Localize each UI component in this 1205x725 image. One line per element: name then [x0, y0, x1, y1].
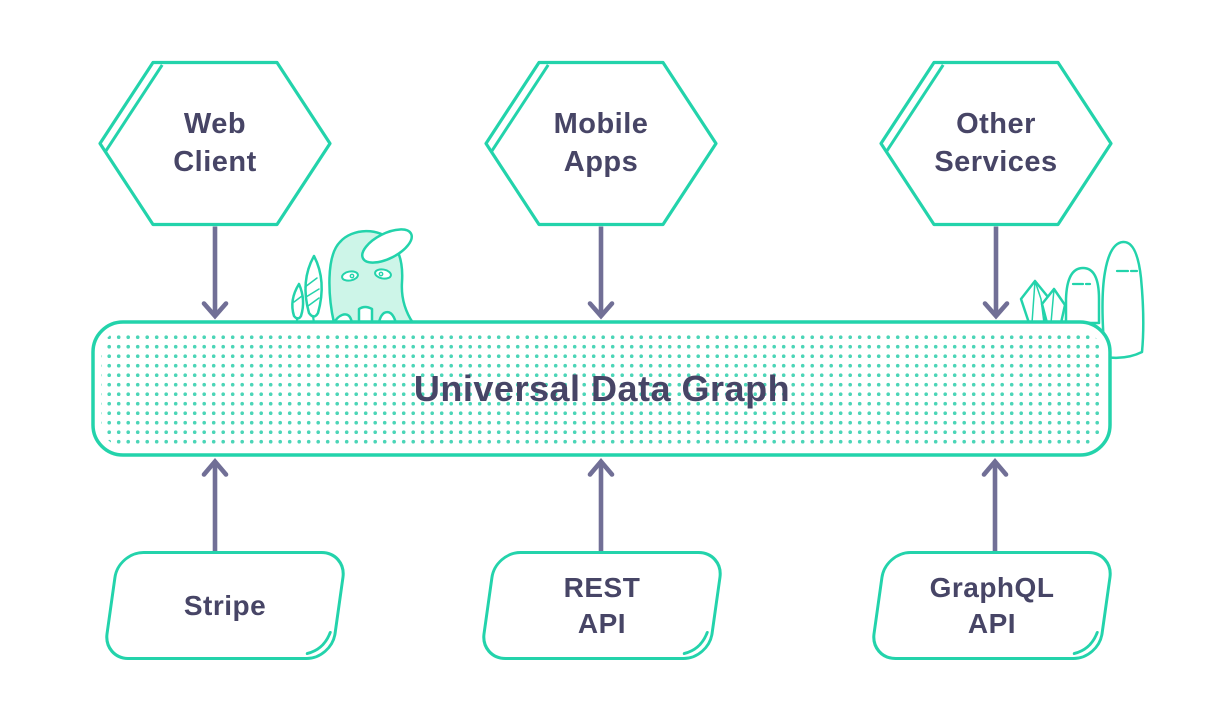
arrow-web-client-to-graph — [201, 226, 229, 320]
node-graphql-api — [872, 551, 1112, 660]
node-rest-api — [482, 551, 722, 660]
arrow-graphql-api-to-graph — [981, 457, 1009, 553]
universal-data-graph-bar — [91, 320, 1112, 457]
crystals-icon — [1019, 279, 1067, 325]
arrow-mobile-apps-to-graph — [587, 226, 615, 320]
node-other-services — [879, 60, 1113, 227]
arrow-stripe-to-graph — [201, 457, 229, 553]
node-mobile-apps — [484, 60, 718, 227]
hills-icon — [1064, 240, 1145, 360]
plant-leaves-icon — [291, 254, 323, 325]
arrow-other-services-to-graph — [982, 226, 1010, 320]
ghost-mascot-icon — [328, 228, 415, 325]
arrow-rest-api-to-graph — [587, 457, 615, 553]
node-stripe — [105, 551, 345, 660]
node-web-client — [98, 60, 332, 227]
